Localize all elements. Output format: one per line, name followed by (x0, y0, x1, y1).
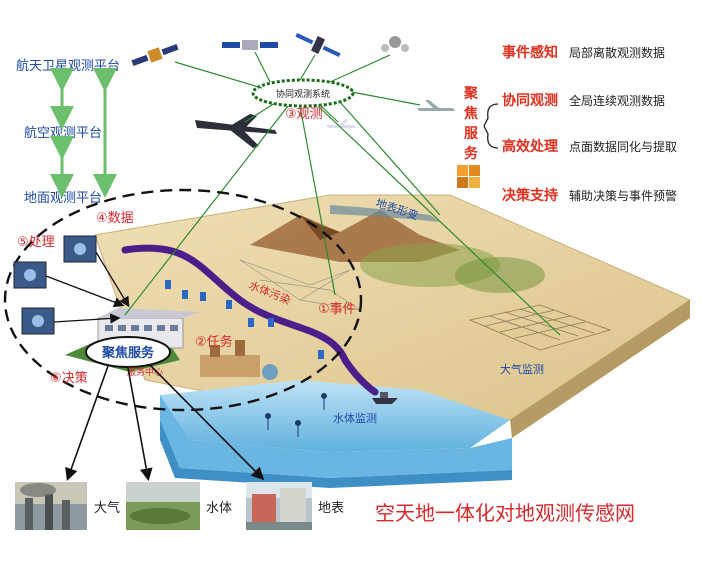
terrain-block (65, 194, 692, 488)
right-panel: 聚 焦 服 务 事件感知 局部离散观测数据 协同观测 全局连续观测数据 高效处理… (457, 44, 677, 204)
label-water-monitor: 水体监测 (333, 411, 377, 425)
photo-label-air: 大气 (94, 500, 120, 516)
monitor-screens (13, 235, 97, 335)
item-title-3: 决策支持 (502, 187, 558, 204)
label-observe: ③观测 (285, 107, 323, 122)
satellite-icon-3 (295, 33, 341, 57)
item-title-0: 事件感知 (502, 44, 558, 61)
photo-surface (246, 482, 312, 530)
puzzle-icon (457, 165, 480, 188)
brace (483, 103, 499, 149)
item-title-2: 高效处理 (502, 138, 558, 155)
river (121, 244, 379, 396)
label-data: ④数据 (96, 211, 134, 226)
label-event: ①事件 (318, 302, 356, 317)
item-title-1: 协同观测 (502, 92, 558, 109)
air-monitor-grid (468, 304, 612, 351)
process-ellipse (3, 188, 363, 412)
label-ground-platform: 地面观测平台 (24, 191, 102, 206)
bottom-arrows (65, 364, 265, 482)
label-air-platform: 航空观测平台 (24, 125, 102, 141)
satellite-icon-1 (131, 43, 179, 67)
photo-label-surface: 地表 (318, 501, 344, 516)
item-desc-1: 全局连续观测数据 (569, 93, 665, 108)
system-ring-label: 协同观测系统 (276, 88, 330, 100)
aircraft-icon-2 (326, 119, 356, 128)
label-space-platform: 航天卫星观测平台 (16, 58, 120, 74)
label-task: ②任务 (195, 334, 233, 350)
item-desc-0: 局部离散观测数据 (569, 45, 665, 60)
label-process: ⑤处理 (17, 235, 55, 250)
platform-arrows (50, 68, 117, 198)
focus-title-2: 焦 (463, 105, 478, 122)
drone-icon (417, 100, 455, 111)
boat-icon (372, 392, 398, 404)
photo-air (15, 482, 87, 530)
diagram-title: 空天地一体化对地观测传感网 (375, 501, 635, 525)
factory-area (200, 340, 278, 380)
photo-label-water: 水体 (206, 501, 232, 516)
coordination-ring: 协同观测系统 (251, 78, 355, 108)
focus-service-ellipse (85, 336, 171, 368)
satellite-icon-2 (222, 40, 278, 50)
photo-water (126, 482, 200, 530)
monitor-arrows (45, 251, 130, 324)
item-desc-2: 点面数据同化与提取 (569, 139, 677, 154)
sensor-network (239, 259, 361, 311)
focus-title-3: 服 (464, 126, 479, 142)
buoys (265, 393, 327, 437)
label-decide: ⑥决策 (50, 370, 88, 386)
water-sensors (165, 280, 324, 359)
label-air-monitor: 大气监测 (500, 362, 544, 376)
item-desc-3: 辅助决策与事件预警 (569, 188, 677, 203)
ring-links (124, 51, 561, 336)
focus-service-label: 聚焦服务 (101, 345, 155, 361)
focus-title-4: 务 (464, 145, 479, 162)
satellite-icon-4 (381, 36, 409, 52)
focus-title-1: 聚 (463, 86, 479, 102)
aircraft-icon-1 (195, 114, 277, 148)
